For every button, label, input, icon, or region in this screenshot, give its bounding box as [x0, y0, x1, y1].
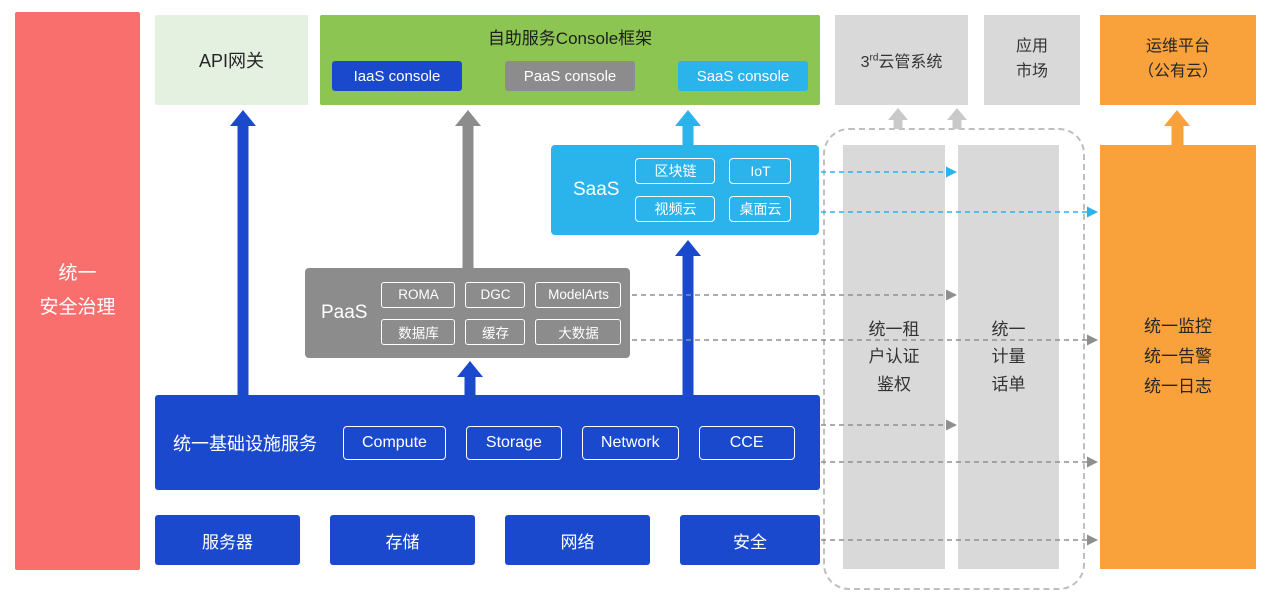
saas-layer-box: SaaS 区块链 IoT 视频云 桌面云 — [551, 145, 819, 235]
monitoring-alarm-log-bar: 统一监控 统一告警 统一日志 — [1100, 145, 1256, 569]
paas-service-database: 数据库 — [381, 318, 456, 345]
hardware-security-box: 安全 — [680, 515, 820, 565]
hardware-server-box: 服务器 — [155, 515, 300, 565]
paas-console-chip: PaaS console — [505, 61, 635, 91]
console-framework-title: 自助服务Console框架 — [487, 29, 653, 48]
iaas-console-chip: IaaS console — [332, 61, 462, 91]
saas-service-blockchain: 区块链 — [635, 158, 716, 184]
arrow-commons-to-third-party-right — [947, 108, 967, 129]
arrow-infra-to-saas — [675, 240, 701, 396]
paas-service-roma: ROMA — [381, 281, 456, 308]
saas-console-chip: SaaS console — [678, 61, 808, 91]
saas-layer-label: SaaS — [573, 179, 620, 200]
infra-service-compute: Compute — [343, 425, 446, 460]
paas-services-grid: ROMA DGC ModelArts 数据库 缓存 大数据 — [381, 281, 622, 345]
console-chips-row: IaaS console PaaS console SaaS console — [320, 49, 820, 91]
api-gateway-box: API网关 — [155, 15, 308, 105]
paas-service-bigdata: 大数据 — [535, 318, 622, 345]
infrastructure-services-label: 统一基础设施服务 — [173, 433, 317, 454]
infrastructure-services-row: Compute Storage Network CCE — [343, 425, 795, 460]
infrastructure-services-box: 统一基础设施服务 Compute Storage Network CCE — [155, 395, 820, 490]
metering-billing-bar: 统一 计量 话单 — [958, 145, 1059, 569]
infra-service-network: Network — [581, 425, 679, 460]
hardware-storage-box: 存储 — [330, 515, 475, 565]
paas-service-modelarts: ModelArts — [535, 281, 622, 308]
tenant-auth-bar: 统一租 户认证 鉴权 — [843, 145, 945, 569]
om-platform-box: 运维平台 （公有云） — [1100, 15, 1256, 105]
paas-service-cache: 缓存 — [465, 318, 526, 345]
paas-layer-label: PaaS — [321, 302, 368, 323]
hardware-network-box: 网络 — [505, 515, 650, 565]
arrow-infra-to-paas — [457, 361, 483, 396]
paas-layer-box: PaaS ROMA DGC ModelArts 数据库 缓存 大数据 — [305, 268, 630, 358]
infra-service-storage: Storage — [465, 425, 562, 460]
console-framework-box: 自助服务Console框架 IaaS console PaaS console … — [320, 15, 820, 105]
arrow-commons-to-third-party-left — [888, 108, 908, 129]
saas-service-video-cloud: 视频云 — [635, 196, 716, 222]
saas-service-desktop-cloud: 桌面云 — [729, 196, 792, 222]
saas-services-grid: 区块链 IoT 视频云 桌面云 — [635, 158, 792, 222]
paas-service-dgc: DGC — [465, 281, 526, 308]
app-market-box: 应用 市场 — [984, 15, 1080, 105]
arrow-saas-to-console — [675, 110, 701, 146]
arrow-infra-to-api-gateway — [230, 110, 256, 396]
third-party-cms-box: 3rd云管系统 — [835, 15, 968, 105]
arrow-paas-to-console — [455, 110, 481, 269]
infra-service-cce: CCE — [698, 425, 795, 460]
security-governance-bar: 统一 安全治理 — [15, 12, 140, 570]
third-party-cms-label: 3rd云管系统 — [860, 52, 943, 71]
arrow-monitoring-to-om-platform — [1164, 110, 1190, 146]
common-services-dashed-group — [823, 128, 1085, 590]
saas-service-iot: IoT — [729, 158, 792, 184]
